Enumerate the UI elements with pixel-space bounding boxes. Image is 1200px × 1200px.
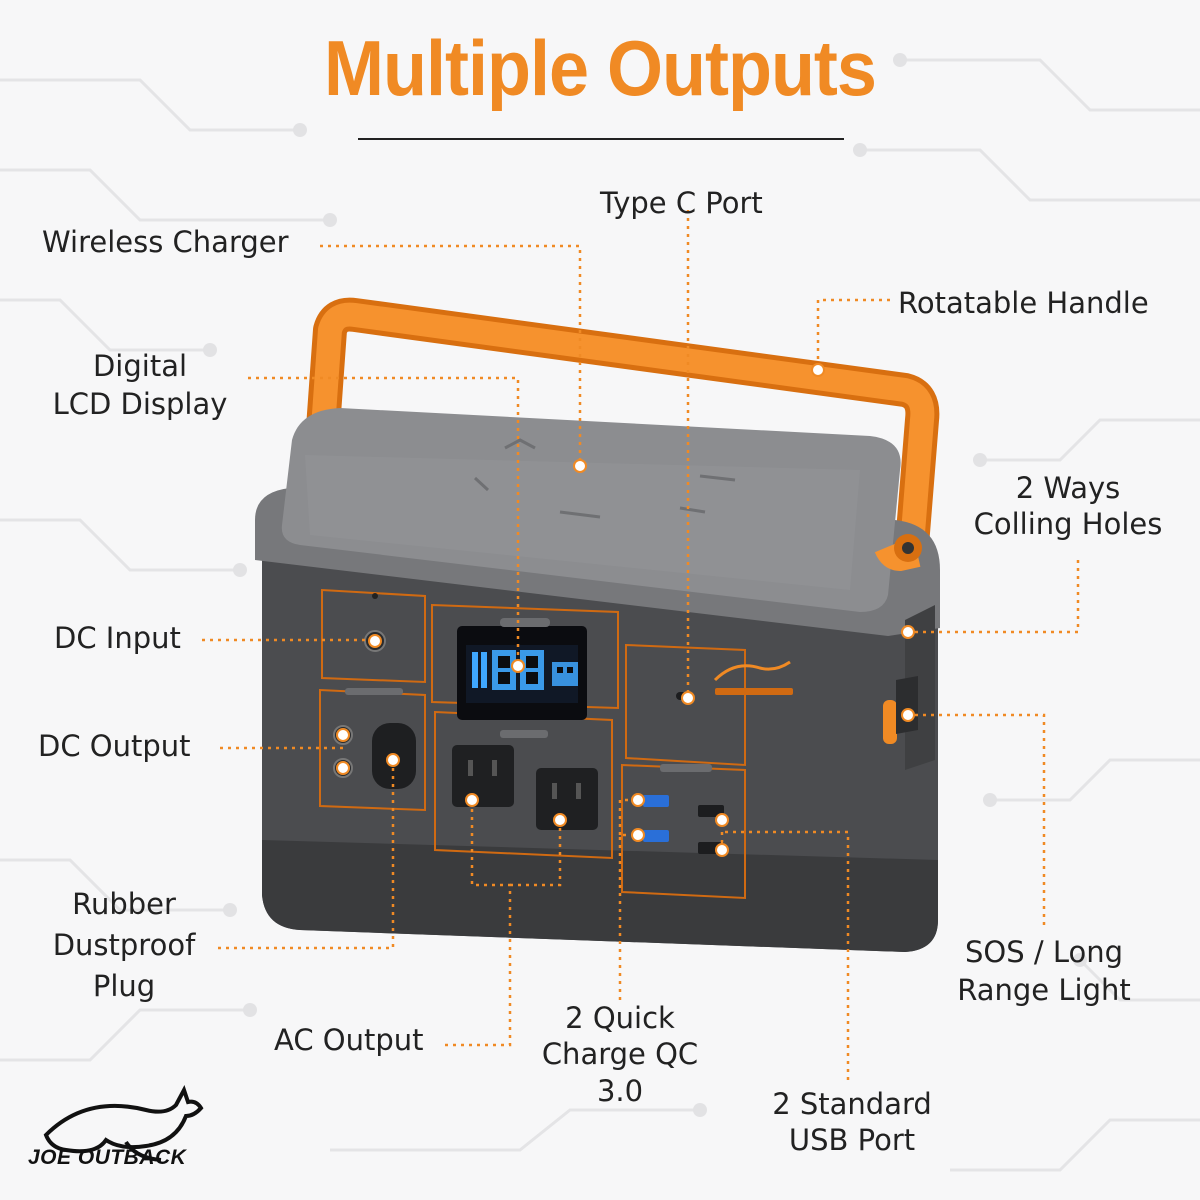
label-sos-line1: SOS / Long [964, 935, 1124, 969]
label-dc-input: DC Input [54, 621, 181, 655]
label-digital-lcd-line2: LCD Display [52, 386, 228, 421]
label-qc-line1: 2 Quick [565, 1001, 675, 1035]
label-qc-line2: Charge QC [541, 1037, 699, 1072]
label-digital-lcd: Digital LCD Display [40, 348, 240, 423]
label-ac-output: AC Output [274, 1023, 424, 1057]
label-usb-line2: USB Port [788, 1123, 916, 1158]
label-rubber-line2: Dustproof [52, 928, 196, 963]
title-divider [358, 138, 844, 140]
label-rubber-plug: Rubber Dustproof Plug [34, 884, 214, 1008]
label-quick-charge: 2 Quick Charge QC 3.0 [520, 1000, 720, 1109]
label-digital-lcd-line1: Digital [92, 349, 188, 383]
kangaroo-logo-icon [43, 1084, 204, 1162]
label-usb-line1: 2 Standard [772, 1087, 932, 1121]
label-qc-line3: 3.0 [596, 1073, 644, 1108]
page-title: Multiple Outputs [324, 25, 877, 113]
label-rubber-line1: Rubber [72, 887, 176, 921]
label-type-c-port: Type C Port [600, 186, 763, 220]
label-cooling-line1: 2 Ways [1015, 471, 1121, 505]
label-rubber-line3: Plug [92, 969, 156, 1004]
label-rotatable-handle: Rotatable Handle [898, 286, 1149, 320]
label-dc-output: DC Output [38, 729, 191, 763]
label-cooling-line2: Colling Holes [973, 507, 1163, 542]
label-cooling-holes: 2 Ways Colling Holes [968, 470, 1168, 543]
brand-name: JOE OUTBACK [28, 1146, 187, 1169]
label-usb-port: 2 Standard USB Port [752, 1086, 952, 1159]
label-sos-line2: Range Light [957, 972, 1131, 1007]
label-wireless-charger: Wireless Charger [42, 225, 289, 259]
label-sos-light: SOS / Long Range Light [944, 934, 1144, 1009]
